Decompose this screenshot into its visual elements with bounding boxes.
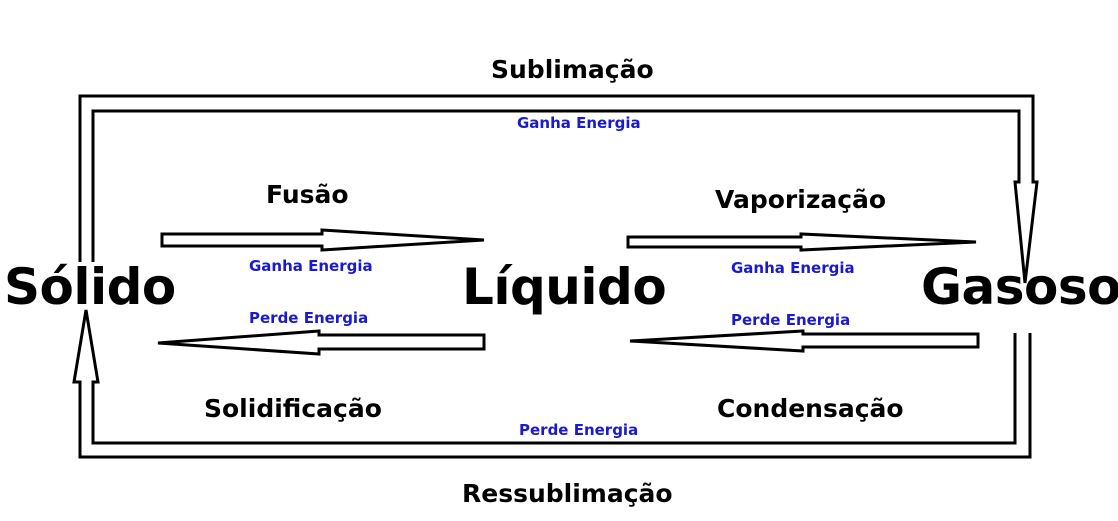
solidification-arrow (157, 329, 486, 356)
energy-vaporization: Ganha Energia (731, 259, 855, 277)
vaporization-arrow (626, 232, 977, 252)
energy-solidification: Perde Energia (249, 309, 369, 327)
energy-condensation: Perde Energia (731, 311, 851, 329)
label-vaporization: Vaporização (715, 185, 887, 214)
state-liquid: Líquido (462, 258, 667, 316)
energy-fusion: Ganha Energia (249, 257, 373, 275)
energy-sublimation: Ganha Energia (517, 114, 641, 132)
sublimation-arrow (78, 94, 1039, 284)
energy-resublimation: Perde Energia (519, 421, 639, 439)
state-solid: Sólido (4, 258, 176, 316)
label-condensation: Condensação (717, 394, 904, 423)
state-gas: Gasoso (921, 258, 1118, 316)
resublimation-arrow (72, 309, 1032, 459)
label-fusion: Fusão (266, 180, 349, 209)
condensation-arrow (629, 329, 980, 353)
label-solidification: Solidificação (204, 394, 382, 423)
label-resublimation: Ressublimação (462, 479, 673, 508)
fusion-arrow (160, 228, 485, 252)
label-sublimation: Sublimação (491, 55, 654, 84)
